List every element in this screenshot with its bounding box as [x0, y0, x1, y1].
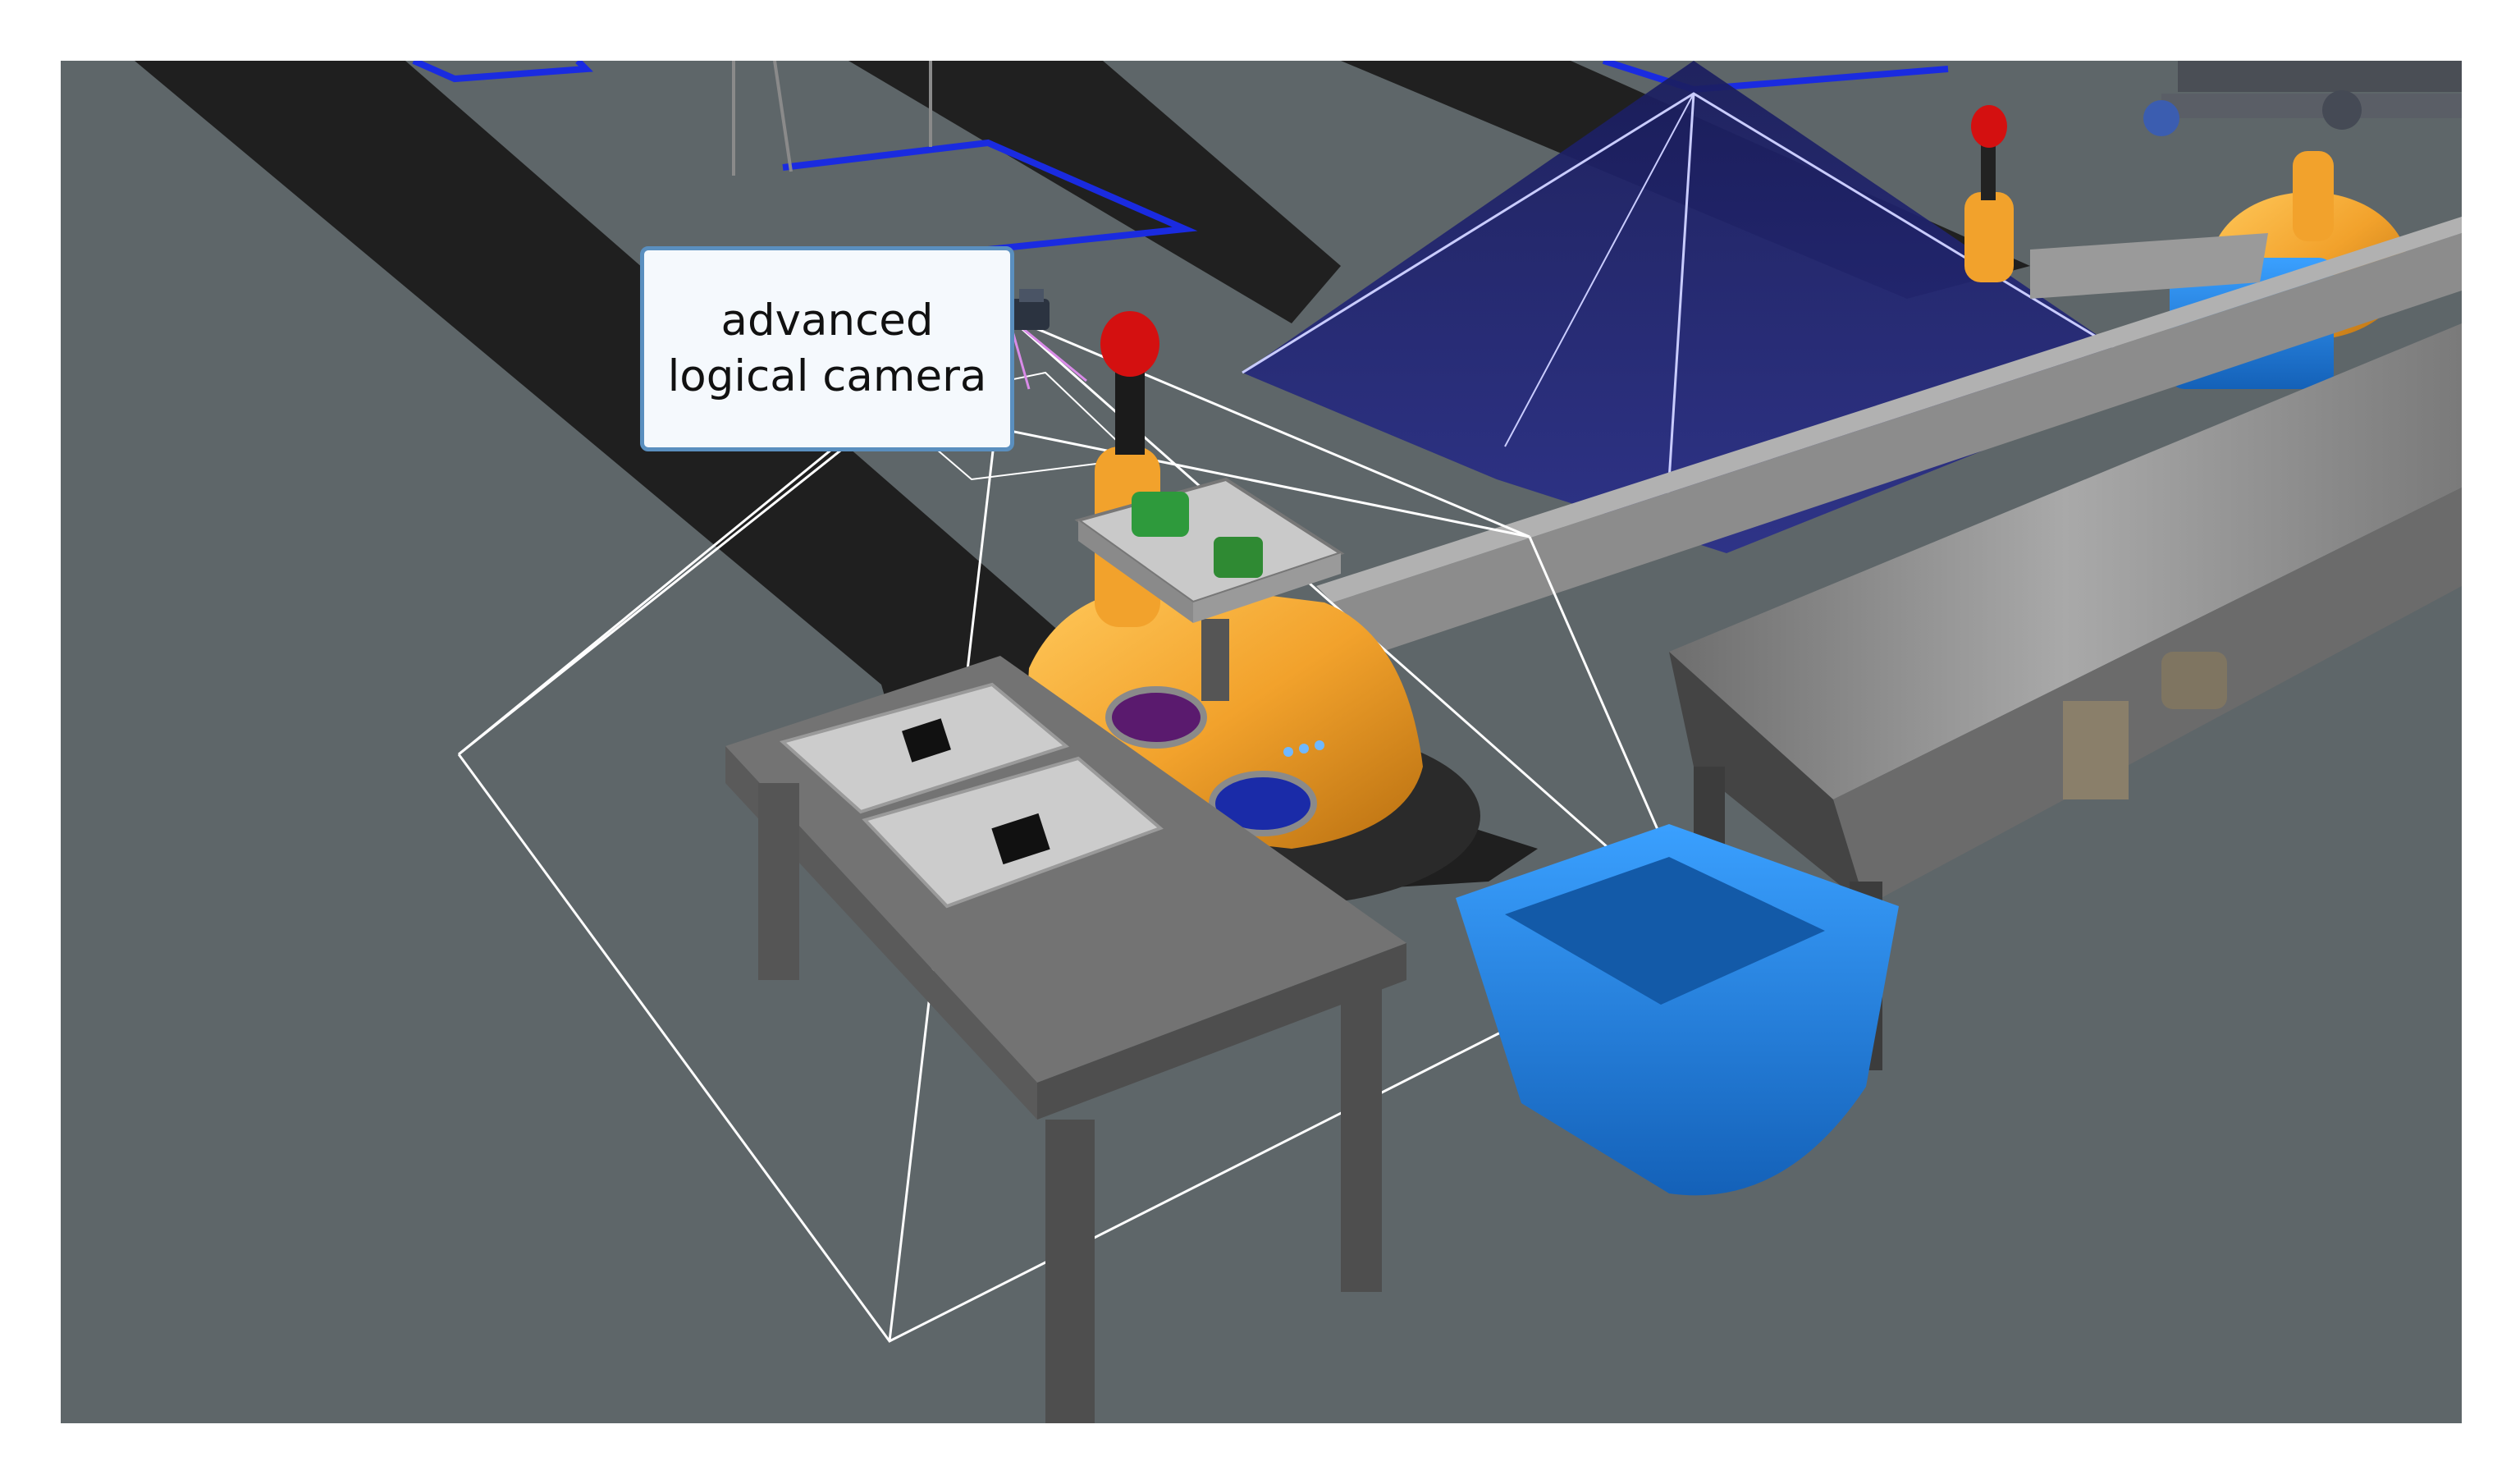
robot-tray-post	[1201, 619, 1229, 701]
gantry-rail-2	[2161, 94, 2462, 118]
conveyor-end	[1669, 652, 1866, 906]
logical-camera-lens	[1019, 289, 1044, 302]
sensor-cone-edge	[1504, 93, 1694, 447]
lane-border-top	[412, 61, 593, 83]
camera-frustum-ray	[1008, 315, 1530, 538]
table-leg	[1045, 1120, 1095, 1423]
part-on-tray	[1214, 537, 1263, 578]
far-beacon-light	[1971, 105, 2007, 148]
simulation-viewport: advanced logical camera	[61, 61, 2462, 1423]
blue-bin-inner	[1505, 857, 1825, 1005]
callout-label: advanced logical camera	[640, 246, 1014, 451]
beacon-light-icon	[1100, 311, 1159, 377]
far-beacon-post	[1964, 192, 2014, 282]
callout-line-2: logical camera	[667, 351, 987, 401]
overhead-rail-cap	[2030, 233, 2268, 299]
beacon-stem	[1115, 364, 1145, 455]
table-top-front	[725, 746, 1037, 1120]
factory-scene	[61, 61, 2462, 1423]
overhead-rail	[1333, 233, 2462, 652]
robot-tray-side	[1193, 553, 1341, 623]
table-top-side	[1037, 943, 1406, 1120]
robot-bin-blue	[1209, 771, 1317, 836]
conveyor-belt	[1669, 323, 2462, 799]
conveyor-control-box	[2063, 701, 2129, 799]
conveyor-side	[1833, 488, 2462, 906]
lane-border-station	[782, 139, 1198, 253]
far-beacon-stem	[1981, 143, 1996, 200]
robot-arm-joint	[2322, 90, 2362, 130]
robot-led	[1315, 740, 1324, 750]
gantry-rail	[2178, 61, 2462, 92]
aruco-marker-icon	[991, 813, 1050, 865]
robot-arm-joint	[2143, 100, 2179, 136]
overhead-rail-top	[1316, 217, 2462, 602]
conveyor-motor	[2161, 652, 2227, 709]
aruco-marker-icon	[902, 718, 951, 763]
callout-line-1: advanced	[720, 295, 934, 346]
part-on-tray	[1132, 492, 1189, 537]
walkway-left	[135, 61, 1538, 914]
robot-led	[1283, 747, 1293, 757]
table-leg	[758, 783, 799, 980]
robot-bin-purple	[1105, 686, 1207, 749]
table-leg	[1341, 980, 1382, 1292]
sensor-cone-edge	[1663, 93, 1695, 546]
robot-led	[1299, 744, 1309, 753]
robot-tray-side	[1078, 520, 1193, 623]
far-robot-mast	[2293, 151, 2334, 241]
pole	[773, 61, 793, 172]
